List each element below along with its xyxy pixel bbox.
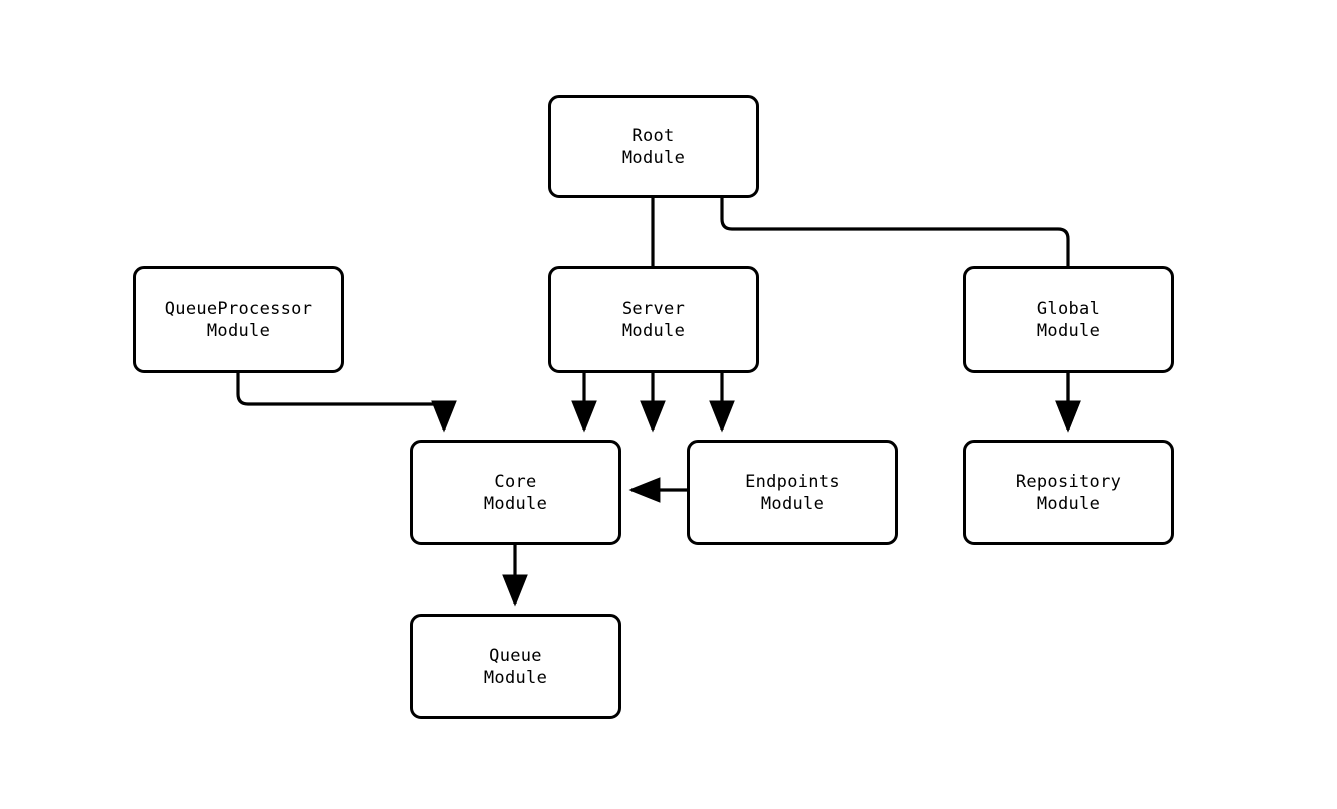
node-label-line1: Global [1036, 298, 1101, 319]
node-label-line1: QueueProcessor [164, 298, 313, 319]
node-label-line1: Root [632, 125, 675, 146]
node-server-module[interactable]: Server Module [548, 266, 759, 373]
node-label-line2: Module [621, 147, 686, 168]
node-label-line2: Module [1036, 320, 1101, 341]
node-label-line2: Module [1036, 493, 1101, 514]
node-label-line2: Module [621, 320, 686, 341]
node-label-line1: Queue [489, 645, 542, 666]
node-core-module[interactable]: Core Module [410, 440, 621, 545]
node-label-line2: Module [483, 493, 548, 514]
node-label-line1: Core [494, 471, 537, 492]
edge-queueprocessor-to-core [236, 373, 457, 433]
node-label-line2: Module [206, 320, 271, 341]
node-queue-module[interactable]: Queue Module [410, 614, 621, 719]
edge-root-to-global [720, 198, 1081, 433]
node-root-module[interactable]: Root Module [548, 95, 759, 198]
node-label-line1: Endpoints [745, 471, 840, 492]
node-label-line1: Repository [1015, 471, 1122, 492]
node-label-line2: Module [483, 667, 548, 688]
node-label-line2: Module [760, 493, 825, 514]
node-global-module[interactable]: Global Module [963, 266, 1174, 373]
node-repository-module[interactable]: Repository Module [963, 440, 1174, 545]
node-label-line1: Server [621, 298, 686, 319]
node-queueprocessor-module[interactable]: QueueProcessor Module [133, 266, 344, 373]
node-endpoints-module[interactable]: Endpoints Module [687, 440, 898, 545]
